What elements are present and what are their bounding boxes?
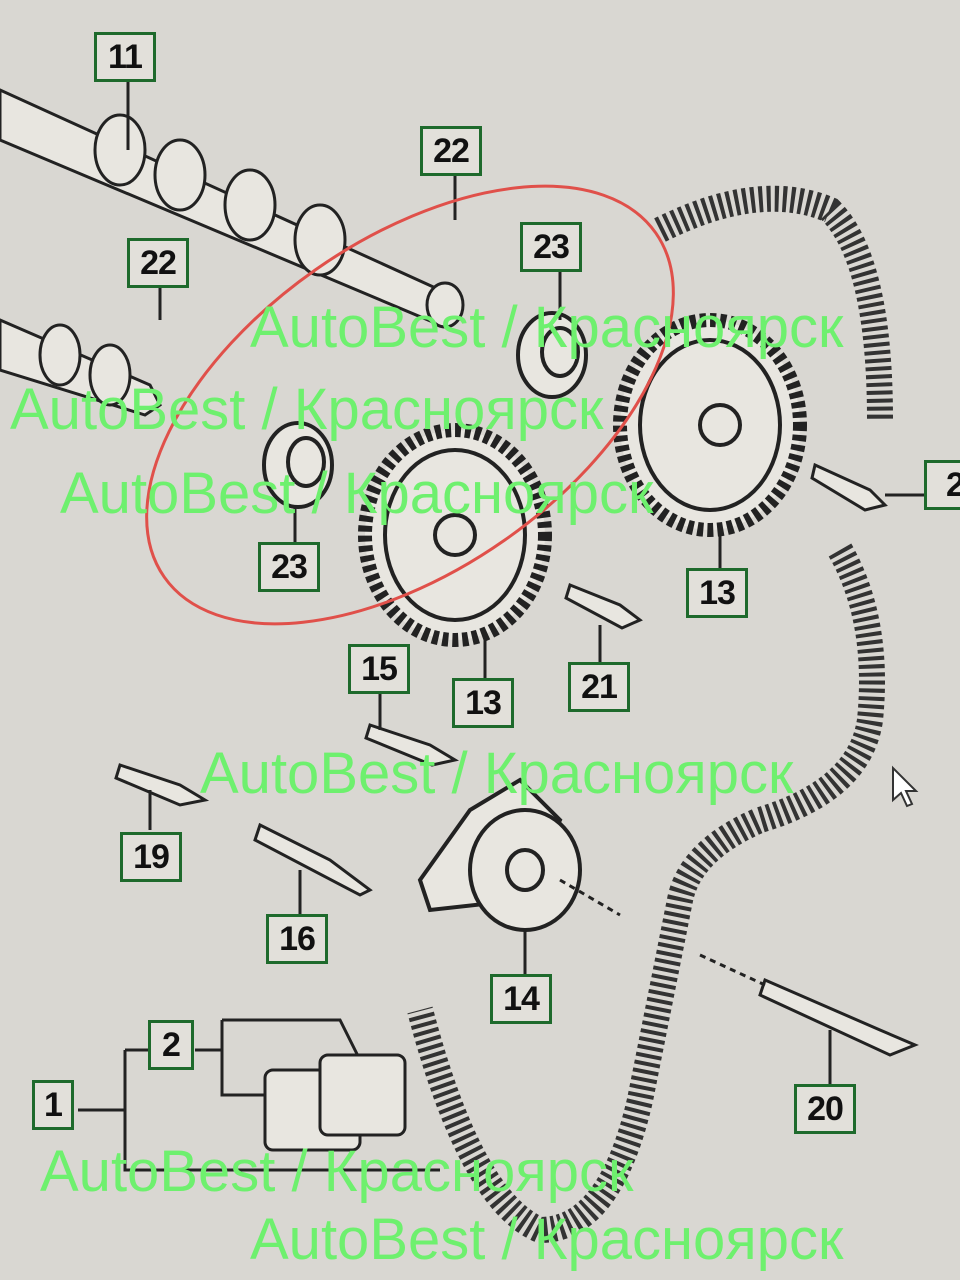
callout-19: 19 [120, 832, 182, 882]
watermark: AutoBest / Красноярск [40, 1139, 634, 1204]
callout-23: 23 [258, 542, 320, 592]
watermark: AutoBest / Красноярск [10, 377, 604, 442]
timing-belt [407, 185, 893, 1244]
callout-22: 22 [127, 238, 189, 288]
callout-2: 2 [924, 460, 960, 510]
watermark: AutoBest / Красноярск [60, 461, 654, 526]
camshaft-upper [0, 88, 465, 329]
kit-bracket [78, 1018, 440, 1172]
callout-13: 13 [452, 678, 514, 728]
callout-14: 14 [490, 974, 552, 1024]
callout-22: 22 [420, 126, 482, 176]
watermark: AutoBest / Красноярск [250, 295, 844, 360]
callout-2: 2 [148, 1020, 194, 1070]
camshaft-pulley-left [358, 423, 552, 647]
callout-16: 16 [266, 914, 328, 964]
oil-seal-left [262, 421, 334, 509]
tensioner [417, 777, 582, 932]
callout-15: 15 [348, 644, 410, 694]
callout-21: 21 [568, 662, 630, 712]
callout-1: 1 [32, 1080, 74, 1130]
callout-20: 20 [794, 1084, 856, 1134]
mouse-cursor-icon [892, 765, 919, 808]
watermark: AutoBest / Красноярск [250, 1207, 844, 1272]
callout-13: 13 [686, 568, 748, 618]
oil-seal-upper [516, 311, 588, 399]
bolts [114, 462, 919, 1057]
camshaft-pulley-right [613, 313, 807, 537]
watermark: AutoBest / Красноярск [200, 741, 794, 806]
camshaft-lower [0, 318, 162, 417]
callout-11: 11 [94, 32, 156, 82]
highlight-ellipse [145, 184, 675, 626]
callout-23: 23 [520, 222, 582, 272]
